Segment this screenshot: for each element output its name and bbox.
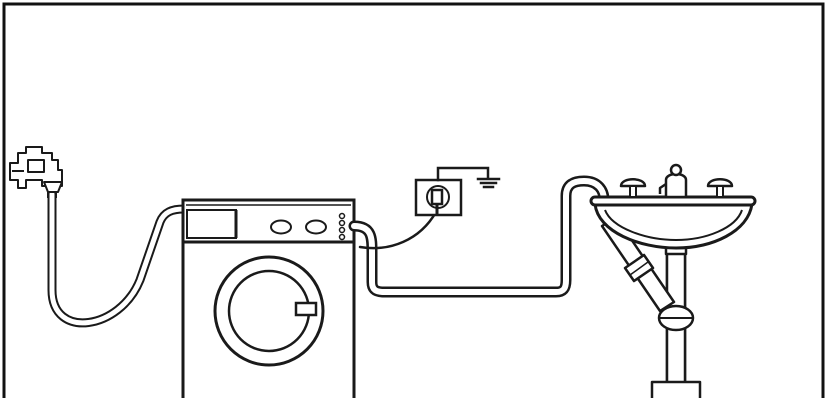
siphon-icon — [600, 215, 702, 398]
detergent-drawer — [186, 209, 237, 239]
door-handle — [294, 301, 318, 317]
power-socket-icon — [414, 178, 463, 217]
plug — [430, 188, 444, 206]
faucet — [658, 163, 688, 199]
inlet-hose — [47, 189, 189, 328]
power-cable — [358, 210, 438, 250]
water-tap-icon — [9, 146, 63, 198]
indicator-lights — [338, 212, 346, 241]
control-knob-right — [305, 219, 327, 235]
drain-hose — [348, 175, 610, 298]
sink-basin — [593, 202, 754, 250]
control-knob-left — [270, 219, 292, 235]
tap-knob-left — [619, 178, 647, 198]
ground-symbol-icon — [436, 166, 501, 189]
washing-machine-icon — [181, 198, 356, 398]
sink-icon — [589, 163, 757, 256]
tap-knob-right — [706, 178, 734, 198]
pipe-floor-base — [650, 380, 702, 398]
